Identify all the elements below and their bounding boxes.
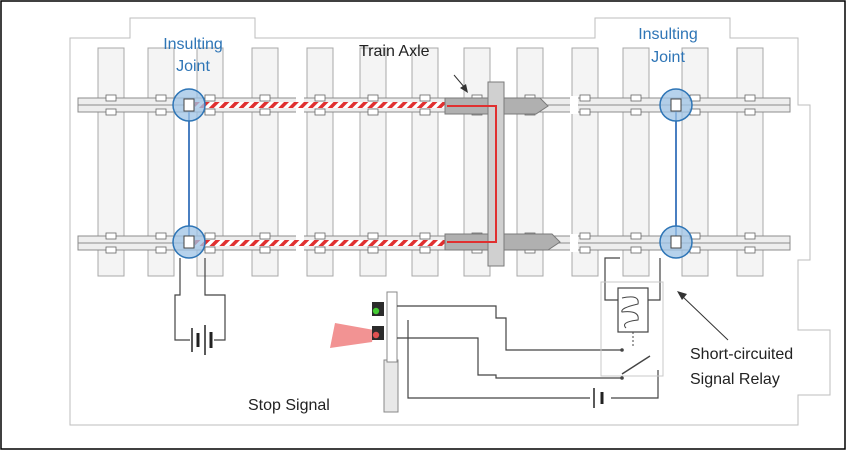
left-battery-circuit [174, 258, 226, 341]
rail-clip [744, 108, 756, 116]
rail-clip [419, 108, 431, 116]
rail-clip [579, 94, 591, 102]
signal-post [383, 359, 399, 413]
rail-clip [744, 94, 756, 102]
rail-clip [105, 232, 117, 240]
rail-gap [570, 96, 578, 114]
left-battery-wire-a [174, 258, 190, 341]
relay-coil-winding [621, 296, 639, 329]
train-axle-label: Train Axle [359, 43, 430, 60]
red-light [372, 331, 380, 339]
joint-clip [670, 235, 682, 249]
switch-contact-icon [621, 355, 651, 375]
relay-label-line2: Signal Relay [690, 371, 780, 388]
rail-clip [259, 94, 271, 102]
relay-contact-point [620, 376, 624, 380]
axle-short-circuit [447, 105, 497, 243]
joint-clip [670, 98, 682, 112]
rail-clip [314, 108, 326, 116]
wire-common-to-battery [407, 320, 590, 399]
wire-red-to-contact [397, 337, 622, 379]
left-battery-wire-b [204, 258, 226, 341]
rail-clip [155, 108, 167, 116]
insulating-joints [172, 88, 693, 259]
stop-signal [330, 291, 399, 413]
joint-clip [183, 235, 195, 249]
joint-clip [183, 98, 195, 112]
rail-clip [314, 94, 326, 102]
rail-clip [367, 94, 379, 102]
wire-battery-to-relay [611, 370, 659, 399]
rail-clip [367, 108, 379, 116]
rail-clip [630, 232, 642, 240]
rail-clip [630, 94, 642, 102]
rail-clip [204, 232, 216, 240]
stop-signal-label: Stop Signal [248, 397, 330, 414]
rail-clip [630, 246, 642, 254]
short-circuit-path [195, 102, 495, 246]
rail-clip [259, 108, 271, 116]
rail-clip [579, 108, 591, 116]
battery-icon [593, 388, 604, 408]
train-axle [444, 81, 561, 267]
insulating-joint-left-label-line1: Insulting [163, 36, 223, 53]
wire-relay-coil-a [648, 258, 661, 301]
rail-clip [155, 94, 167, 102]
rail-clip [367, 232, 379, 240]
rail-clip [259, 232, 271, 240]
rail-clip [155, 246, 167, 254]
signal-post-upper [386, 291, 398, 363]
insulating-joint-right-label-line2: Joint [651, 49, 685, 66]
battery-icon [191, 325, 213, 355]
insulating-joint-right-label-line1: Insulting [638, 26, 698, 43]
signal-relay-wiring [397, 257, 661, 399]
insulating-joint-left-label-line2: Joint [176, 58, 210, 75]
rail-clip [419, 246, 431, 254]
rail-clip [204, 94, 216, 102]
rail-clip [630, 108, 642, 116]
rail-clip [259, 246, 271, 254]
rail-clip [204, 246, 216, 254]
rail-clip [744, 246, 756, 254]
rail-clip [744, 232, 756, 240]
rail-clip [204, 108, 216, 116]
relay-pointer [681, 295, 729, 341]
relay-arrowhead [677, 291, 687, 300]
rail-clip [155, 232, 167, 240]
relay-enclosure [600, 281, 664, 377]
rail-clip [579, 232, 591, 240]
wire-relay-coil-b [604, 257, 620, 301]
red-light-beam [330, 323, 374, 348]
signal-relay [600, 281, 664, 380]
diagram-outline [69, 17, 831, 426]
rail-clip [105, 108, 117, 116]
short-path-bottom [195, 240, 495, 246]
train-axle-arrowhead [460, 84, 468, 93]
relay-contact-point [620, 348, 624, 352]
rail-gap [570, 234, 578, 252]
rail-clip [419, 94, 431, 102]
rail-clip [367, 246, 379, 254]
rail-clip [105, 246, 117, 254]
rail-clip [105, 94, 117, 102]
rail-clip [314, 232, 326, 240]
train-axle-pointer [453, 74, 466, 89]
rail-clip [314, 246, 326, 254]
rail-clip [419, 232, 431, 240]
short-path-top [195, 102, 495, 108]
relay-label-line1: Short-circuited [690, 346, 793, 363]
wire-green-to-contact [397, 305, 622, 351]
rail-clip [579, 246, 591, 254]
green-light [372, 307, 380, 315]
relay-coil-icon [617, 287, 649, 333]
